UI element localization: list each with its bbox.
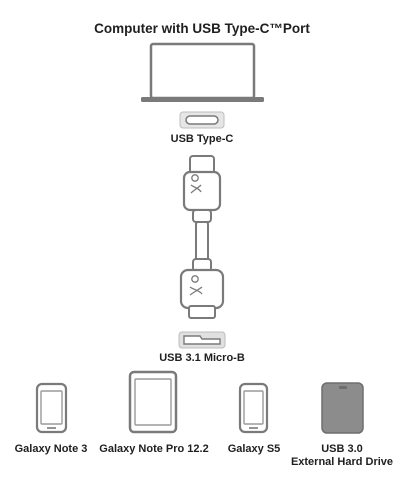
usb-type-c-port-icon	[179, 111, 225, 129]
device-label-external-hard-drive: External Hard Drive	[291, 456, 393, 468]
phone-icon-s5	[238, 382, 269, 434]
usb-cable-icon	[179, 155, 225, 319]
device-label-galaxy-s5: Galaxy S5	[228, 443, 281, 455]
brand-logo-icon	[190, 174, 202, 194]
laptop-icon	[141, 42, 264, 102]
phone-icon	[35, 382, 68, 434]
device-label-usb-3-0: USB 3.0	[321, 443, 363, 455]
usb-micro-b-port-icon	[178, 331, 226, 349]
device-label-galaxy-note-3: Galaxy Note 3	[15, 443, 88, 455]
tablet-icon	[128, 370, 178, 434]
brand-logo-icon-bottom	[189, 275, 203, 296]
device-label-galaxy-note-pro: Galaxy Note Pro 12.2	[99, 443, 208, 455]
diagram-title: Computer with USB Type-C™Port	[94, 21, 310, 36]
hard-drive-icon	[321, 382, 364, 434]
usb-type-c-label: USB Type-C	[171, 133, 234, 145]
usb-micro-b-label: USB 3.1 Micro-B	[159, 352, 245, 364]
